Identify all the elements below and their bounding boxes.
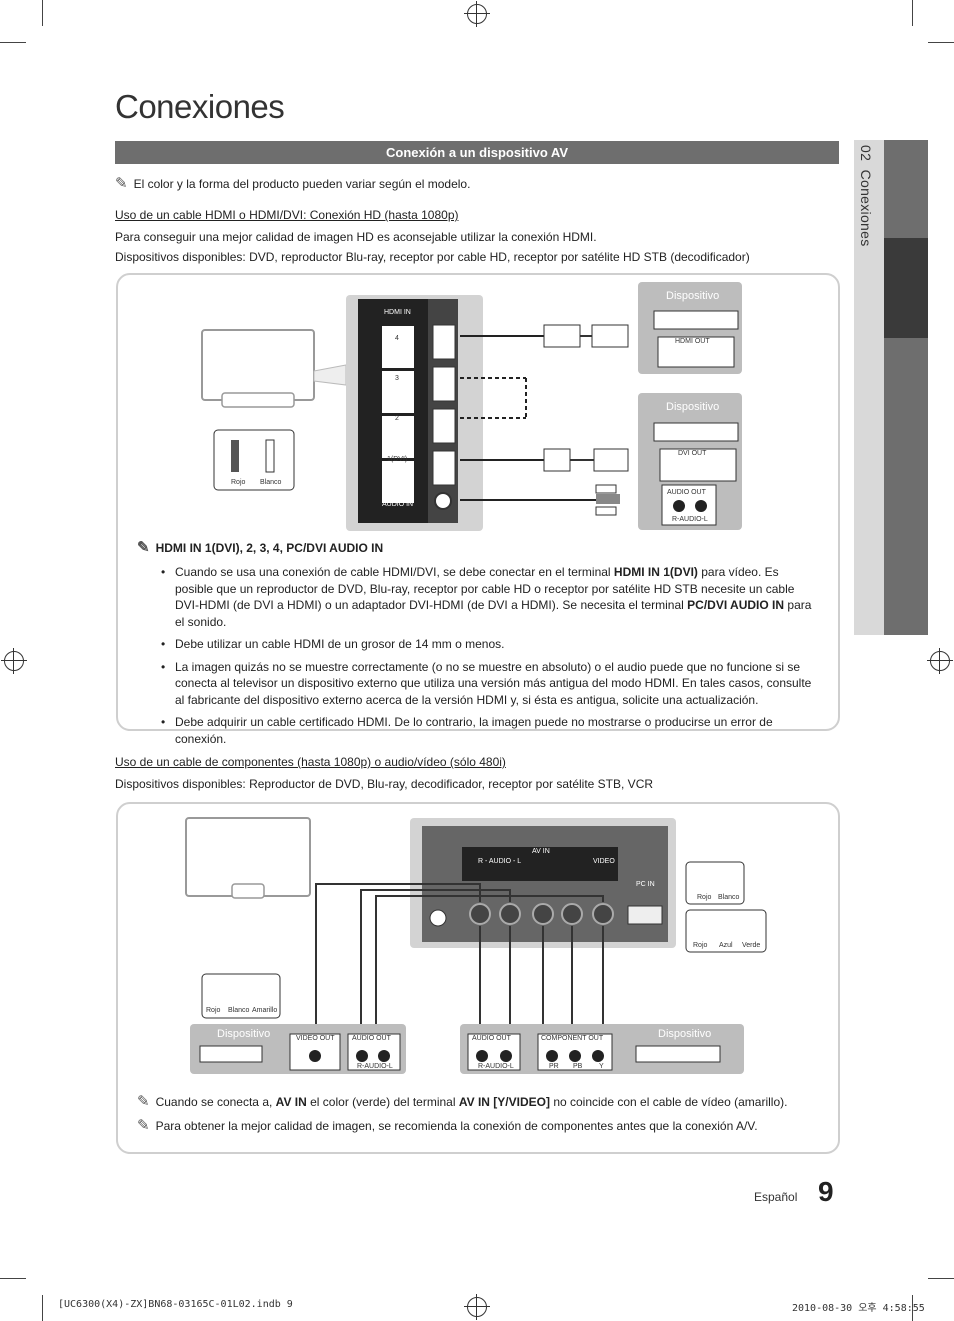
side-tab-block — [884, 140, 928, 238]
component-note-2: ✎Para obtener la mejor calidad de imagen… — [137, 1117, 758, 1134]
audio-out-label: AUDIO OUT — [667, 489, 706, 496]
footer-date: 2010-08-30 오후 4:58:55 — [792, 1303, 925, 1314]
page-number: 9 — [818, 1176, 834, 1207]
video-out-label: VIDEO OUT — [296, 1035, 335, 1042]
side-tab-active — [884, 238, 928, 338]
device-2-label: Dispositivo — [666, 401, 720, 413]
r-audio-l-label: R-AUDIO-L — [672, 516, 708, 523]
cable-label-green: Verde — [742, 942, 761, 949]
intro-note: ✎El color y la forma del producto pueden… — [115, 175, 471, 192]
hdmi-port-1-dvi: 1(DVI) — [387, 456, 408, 463]
hdmi-port-4: 4 — [395, 335, 399, 342]
component-heading: Uso de un cable de componentes (hasta 10… — [115, 755, 506, 769]
cable-label-red: Rojo — [206, 1007, 221, 1014]
bullet-item: Debe utilizar un cable HDMI de un grosor… — [157, 636, 819, 653]
component-connection-diagram — [185, 817, 767, 1074]
cable-label-white: Blanco — [228, 1007, 250, 1014]
side-tab-track — [854, 140, 884, 635]
section-header: Conexión a un dispositivo AV — [115, 141, 839, 164]
side-tab-label: 02 Conexiones — [858, 145, 874, 247]
audio-row-label: R - AUDIO - L — [478, 858, 522, 865]
footer-filename: [UC6300(X4)-ZX]BN68-03165C-01L02.indb 9 — [58, 1299, 293, 1310]
crop-mark — [0, 1278, 26, 1279]
r-audio-l-label: R-AUDIO-L — [478, 1063, 514, 1070]
dvi-out-label: DVI OUT — [678, 450, 707, 457]
hdmi-heading: Uso de un cable HDMI o HDMI/DVI: Conexió… — [115, 208, 459, 222]
component-note-1: ✎Cuando se conecta a, AV IN el color (ve… — [137, 1093, 788, 1110]
hdmi-note-heading: ✎HDMI IN 1(DVI), 2, 3, 4, PC/DVI AUDIO I… — [137, 539, 384, 556]
r-audio-l-label: R-AUDIO-L — [357, 1063, 393, 1070]
y-label: Y — [599, 1063, 604, 1070]
crop-mark — [928, 1278, 954, 1279]
cable-label-red: Rojo — [697, 894, 712, 901]
note-pencil-icon: ✎ — [137, 1117, 150, 1134]
device-right-label: Dispositivo — [658, 1028, 712, 1040]
video-label: VIDEO — [593, 858, 615, 865]
pr-label: PR — [549, 1063, 559, 1070]
language-label: Español — [754, 1190, 798, 1204]
hdmi-port-2: 2 — [395, 415, 399, 422]
hdmi-out-label: HDMI OUT — [675, 338, 710, 345]
cable-label-red: Rojo — [231, 479, 246, 486]
registration-mark-icon — [1, 648, 27, 674]
registration-mark-icon — [927, 648, 953, 674]
crop-mark — [42, 1295, 43, 1321]
crop-mark — [912, 0, 913, 26]
note-pencil-icon: ✎ — [137, 539, 150, 556]
pc-dvi-label: PC/DVI — [386, 493, 410, 500]
bullet-item: La imagen quizás no se muestre correctam… — [157, 659, 819, 709]
note-pencil-icon: ✎ — [137, 1093, 150, 1110]
cable-label-blue: Azul — [719, 942, 733, 949]
side-tab-block — [884, 338, 928, 635]
audio-out-label: AUDIO OUT — [472, 1035, 511, 1042]
pb-label: PB — [573, 1063, 583, 1070]
cable-label-white: Blanco — [260, 479, 282, 486]
hdmi-para2: Dispositivos disponibles: DVD, reproduct… — [115, 250, 750, 264]
registration-mark-icon — [464, 1294, 490, 1320]
crop-mark — [42, 0, 43, 26]
device-left-label: Dispositivo — [217, 1028, 271, 1040]
hdmi-bullets: Cuando se usa una conexión de cable HDMI… — [157, 564, 819, 753]
crop-mark — [928, 42, 954, 43]
crop-mark — [0, 42, 26, 43]
cable-label-white: Blanco — [718, 894, 740, 901]
component-para: Dispositivos disponibles: Reproductor de… — [115, 777, 654, 791]
cable-label-red: Rojo — [693, 942, 708, 949]
hdmi-in-label: HDMI IN — [384, 309, 411, 316]
hdmi-para1: Para conseguir una mejor calidad de imag… — [115, 230, 597, 244]
hdmi-connection-diagram — [201, 282, 742, 531]
av-in-label: AV IN — [532, 848, 550, 855]
audio-out-label: AUDIO OUT — [352, 1035, 391, 1042]
bullet-item: Debe adquirir un cable certificado HDMI.… — [157, 714, 819, 747]
audio-in-label: AUDIO IN — [382, 501, 414, 508]
device-1-label: Dispositivo — [666, 290, 720, 302]
cable-label-yellow: Amarillo — [252, 1007, 278, 1014]
registration-mark-icon — [464, 1, 490, 27]
pc-in-label: PC IN — [636, 881, 655, 888]
crop-mark — [912, 1295, 913, 1321]
bullet-item: Cuando se usa una conexión de cable HDMI… — [157, 564, 819, 630]
component-out-label: COMPONENT OUT — [541, 1035, 604, 1042]
hdmi-port-3: 3 — [395, 375, 399, 382]
page-title: Conexiones — [115, 88, 285, 125]
note-pencil-icon: ✎ — [115, 175, 128, 192]
